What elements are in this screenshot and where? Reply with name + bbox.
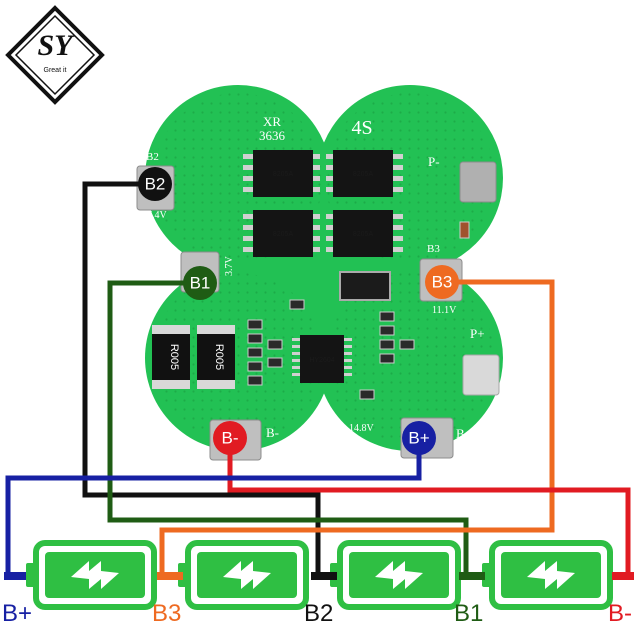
mosfet-mark-3: 8205A: [273, 231, 294, 238]
battery-cell: [26, 540, 157, 610]
wire-b3: [159, 279, 555, 577]
charge-bolt-icon: [223, 561, 271, 589]
terminal-stubs: [4, 572, 634, 580]
logo-tagline: Great it: [44, 67, 67, 74]
svg-text:B1: B1: [190, 274, 211, 293]
charge-bolt-icon: [527, 561, 575, 589]
diode: [339, 271, 391, 301]
battery-cell: [482, 540, 613, 610]
wiring: [5, 181, 631, 577]
resistor-label-2: R005: [213, 344, 225, 370]
silk-b2: B2: [146, 151, 159, 163]
battery-cell: [178, 540, 309, 610]
board-model-line1: XR: [263, 114, 281, 129]
silk-p-minus: P-: [428, 154, 440, 169]
node-b2: B2: [138, 167, 172, 201]
logo-letters: SY: [37, 29, 75, 62]
charge-bolt-icon: [375, 561, 423, 589]
label-b-plus: B+: [2, 600, 32, 627]
svg-text:B-: B-: [222, 429, 239, 448]
silk-b-plus: B+: [456, 426, 472, 441]
mosfet-group: 8205A 8205A 8205A 8205A: [243, 150, 403, 257]
mosfet-mark-2: 8205A: [353, 171, 374, 178]
smd-components: [247, 221, 470, 400]
mosfet-mark-1: 8205A: [273, 171, 294, 178]
svg-text:B+: B+: [408, 429, 429, 448]
label-b2: B2: [304, 600, 333, 627]
label-b3: B3: [152, 600, 181, 627]
node-b1: B1: [183, 266, 217, 300]
battery-pack: [26, 540, 613, 610]
mosfet-mark-4: 8205A: [353, 231, 374, 238]
node-b-plus: B+: [402, 421, 436, 455]
board-model-line2: 3636: [259, 128, 286, 143]
silk-14v8: 14.8V: [349, 423, 375, 434]
sense-resistors: R005 R005: [152, 325, 235, 389]
pad-p-plus: [462, 354, 500, 396]
silk-11v1: 11.1V: [432, 305, 457, 316]
pad-p-minus: [459, 161, 497, 203]
silk-3v7: 3.7V: [224, 256, 235, 277]
pcb-board: XR 3636 4S B2 7.4V B1 3.7V B3 11.1V P- P…: [136, 85, 503, 461]
wire-b-minus: [227, 438, 631, 577]
silk-b-minus: B-: [266, 425, 279, 440]
resistor-label-1: R005: [168, 344, 180, 370]
battery-cell: [330, 540, 461, 610]
wire-b1: [107, 280, 469, 577]
svg-text:B2: B2: [145, 175, 166, 194]
ic-mark: HY2604: [309, 357, 334, 364]
charge-bolt-icon: [71, 561, 119, 589]
bottom-labels: B+ B3 B2 B1 B-: [2, 600, 632, 627]
silk-b3: B3: [427, 243, 440, 255]
silk-7v4: 7.4V: [147, 210, 168, 221]
label-b-minus: B-: [608, 600, 632, 627]
brand-logo: SY Great it: [5, 5, 105, 105]
silk-p-plus: P+: [470, 326, 485, 341]
protection-ic: HY2604: [292, 335, 352, 383]
label-b1: B1: [454, 600, 483, 627]
svg-text:B3: B3: [432, 273, 453, 292]
wire-b-plus: [5, 438, 422, 577]
board-series: 4S: [351, 117, 372, 139]
node-b3: B3: [425, 265, 459, 299]
node-b-minus: B-: [213, 421, 247, 455]
